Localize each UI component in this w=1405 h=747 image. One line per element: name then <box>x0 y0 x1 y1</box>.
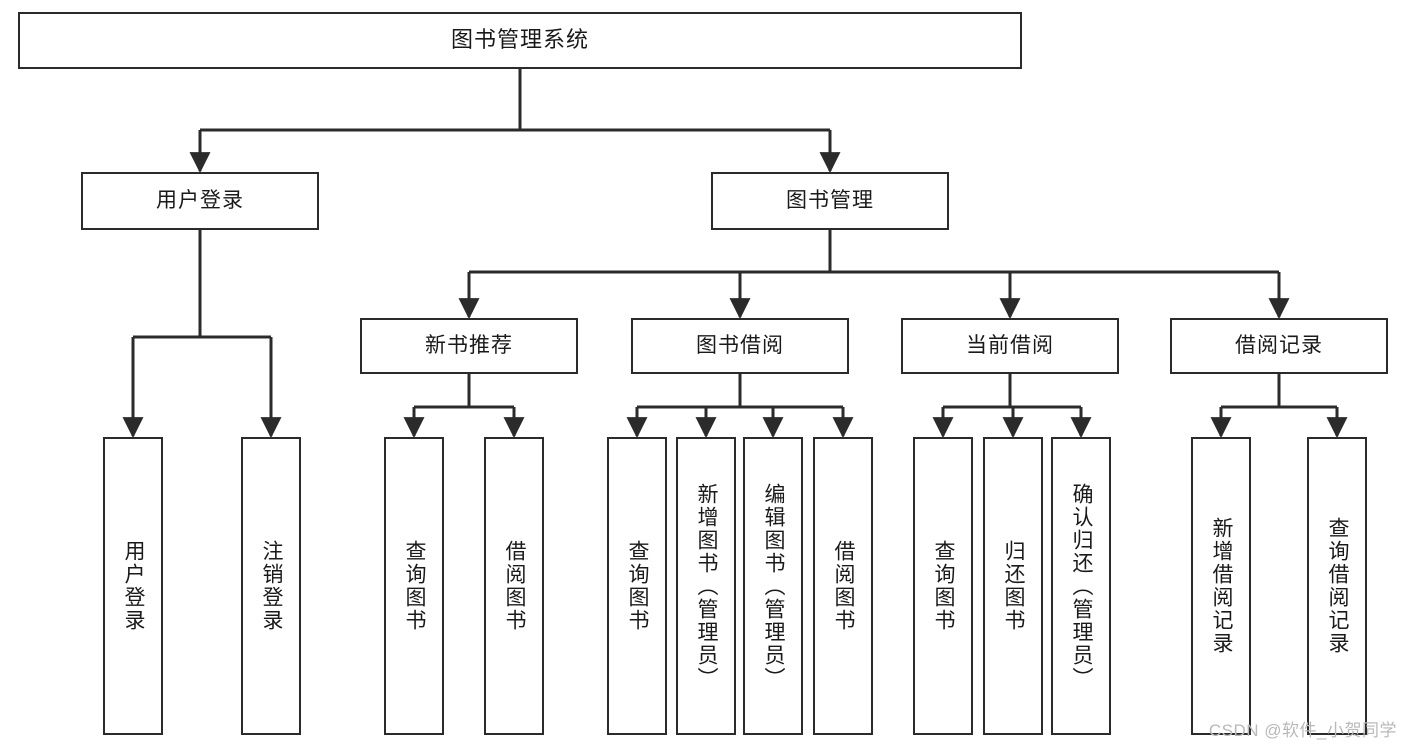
leaf-label: 借阅图书 <box>503 540 527 632</box>
node-user-login[interactable]: 用户登录 <box>81 172 319 230</box>
leaf-label: 用户登录 <box>122 540 146 632</box>
leaf-label: 查询借阅记录 <box>1326 517 1350 655</box>
leaf-newbook-query-book[interactable]: 查询图书 <box>384 437 444 735</box>
leaf-borrow-add-book-admin[interactable]: 新增图书（管理员） <box>676 437 736 735</box>
leaf-borrow-query-book[interactable]: 查询图书 <box>607 437 667 735</box>
watermark: CSDN @软件_小贺同学 <box>1208 721 1397 740</box>
leaf-borrow-edit-book-admin[interactable]: 编辑图书（管理员） <box>743 437 803 735</box>
leaf-label: 查询图书 <box>932 540 956 632</box>
leaf-label: 归还图书 <box>1002 540 1026 632</box>
leaf-current-return-book[interactable]: 归还图书 <box>983 437 1043 735</box>
leaf-label: 借阅图书 <box>832 540 856 632</box>
node-book-borrow[interactable]: 图书借阅 <box>631 318 849 374</box>
node-book-management[interactable]: 图书管理 <box>711 172 949 230</box>
leaf-label: 新增图书（管理员） <box>695 482 719 690</box>
leaf-label: 查询图书 <box>626 540 650 632</box>
node-root[interactable]: 图书管理系统 <box>18 12 1022 69</box>
leaf-label: 确认归还（管理员） <box>1070 482 1094 690</box>
leaf-label: 查询图书 <box>403 540 427 632</box>
node-borrow-record[interactable]: 借阅记录 <box>1170 318 1388 374</box>
leaf-record-add-record[interactable]: 新增借阅记录 <box>1191 437 1251 735</box>
leaf-label: 编辑图书（管理员） <box>762 482 786 690</box>
leaf-newbook-borrow-book[interactable]: 借阅图书 <box>484 437 544 735</box>
leaf-record-query-record[interactable]: 查询借阅记录 <box>1307 437 1367 735</box>
leaf-current-confirm-return-admin[interactable]: 确认归还（管理员） <box>1051 437 1111 735</box>
leaf-label: 新增借阅记录 <box>1210 517 1234 655</box>
node-current-borrow[interactable]: 当前借阅 <box>901 318 1119 374</box>
leaf-user-login[interactable]: 用户登录 <box>103 437 163 735</box>
leaf-current-query-book[interactable]: 查询图书 <box>913 437 973 735</box>
leaf-borrow-borrow-book[interactable]: 借阅图书 <box>813 437 873 735</box>
leaf-label: 注销登录 <box>260 540 284 632</box>
leaf-logout[interactable]: 注销登录 <box>241 437 301 735</box>
node-new-book-recommend[interactable]: 新书推荐 <box>360 318 578 374</box>
